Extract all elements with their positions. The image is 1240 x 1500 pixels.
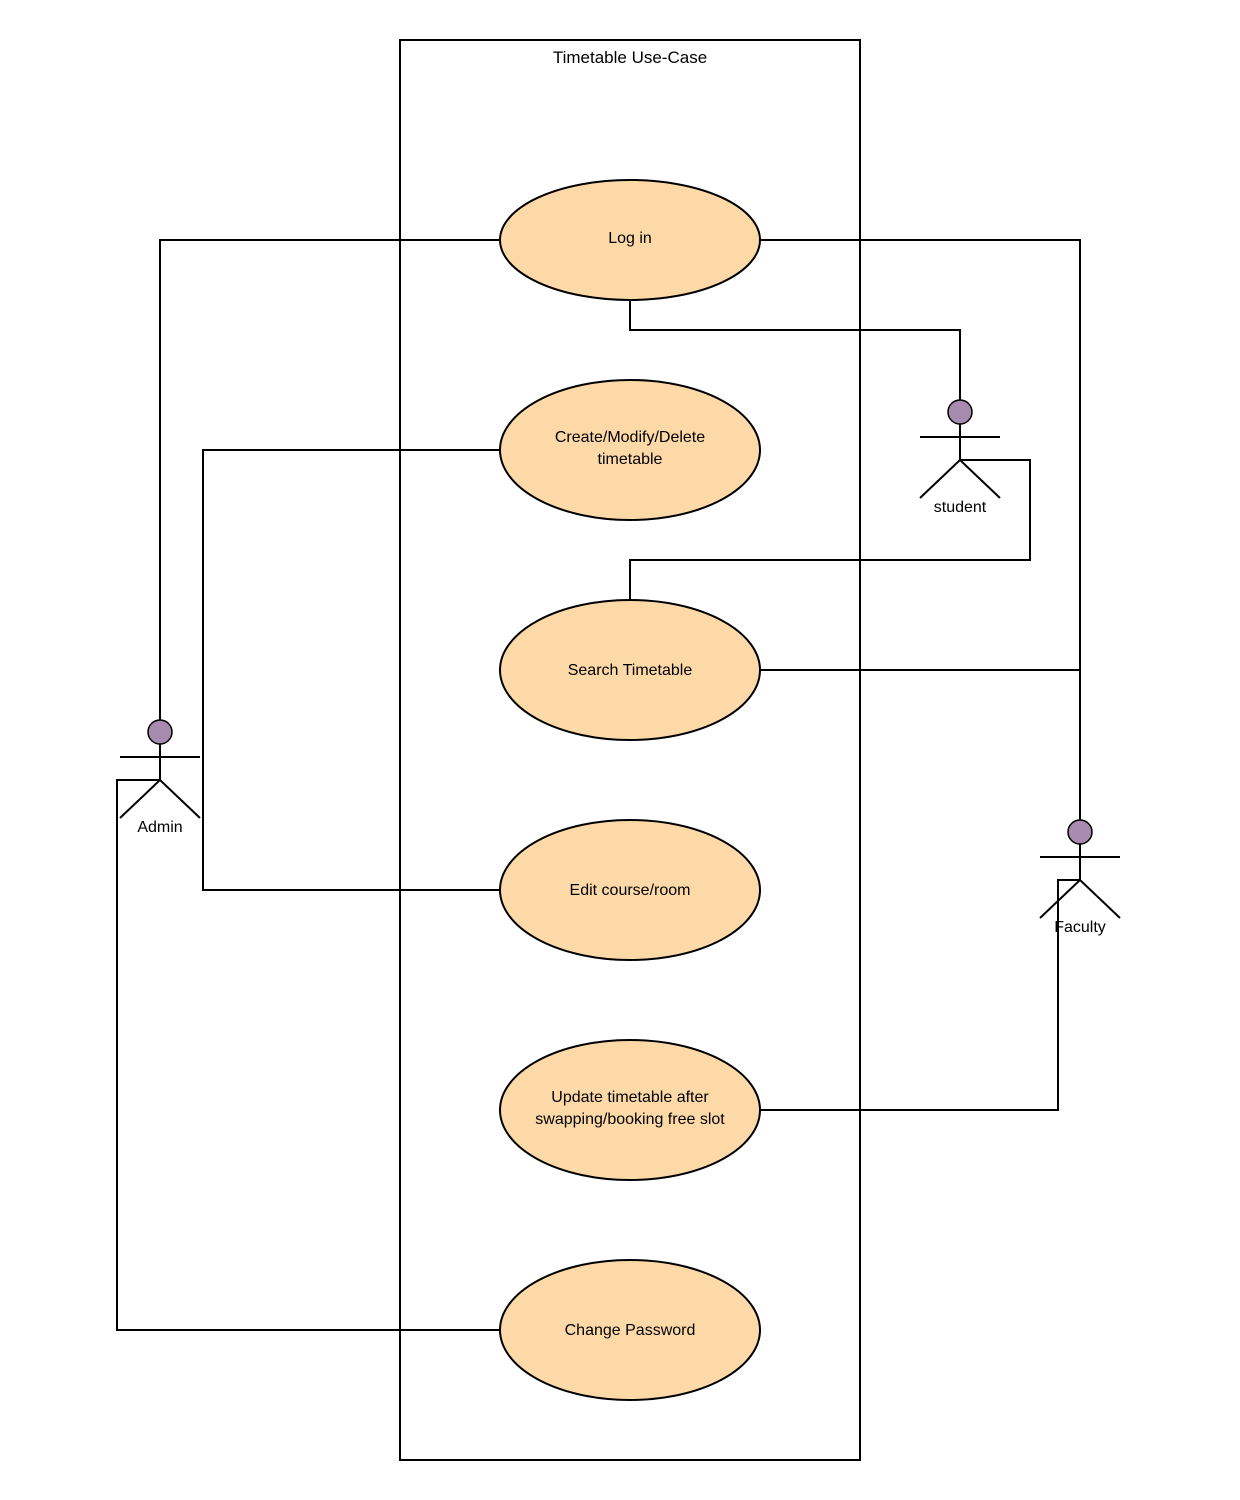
actor-student-legs [919,458,1001,499]
association-admin-password [116,779,500,1331]
actor-admin[interactable]: Admin [119,719,201,836]
use-case-login-shape [499,179,761,301]
use-case-login[interactable]: Log in [499,179,761,301]
use-case-search-timetable-label: Search Timetable [568,662,693,679]
use-case-create-modify-delete-label-line-2: timetable [598,451,663,468]
actor-faculty[interactable]: Faculty [1039,819,1121,936]
use-case-edit-course-room[interactable]: Edit course/room [499,819,761,961]
association-admin-login [159,239,500,720]
use-case-change-password-label: Change Password [565,1322,696,1339]
use-case-change-password[interactable]: Change Password [499,1259,761,1401]
use-case-create-modify-delete-label-line-1: Create/Modify/Delete [555,429,705,446]
actor-admin-label: Admin [137,819,182,836]
use-case-update-timetable-shape [499,1039,761,1181]
use-case-update-timetable-label-line-1: Update timetable after [551,1089,709,1106]
associations [116,239,1081,1331]
association-student-login [629,300,961,400]
use-case-change-password-shape [499,1259,761,1401]
use-case-login-label: Log in [608,230,652,247]
actor-faculty-label: Faculty [1054,919,1106,936]
use-case-update-timetable[interactable]: Update timetable after swapping/booking … [499,1039,761,1181]
system-title: Timetable Use-Case [553,48,707,67]
use-case-edit-course-room-label: Edit course/room [570,882,691,899]
association-student-search [629,459,1031,600]
association-admin-cmd [202,449,500,780]
use-case-search-timetable-shape [499,599,761,741]
use-case-edit-course-room-shape [499,819,761,961]
association-faculty-login [760,239,1081,820]
actor-faculty-head [1067,819,1093,845]
use-case-create-modify-delete[interactable]: Create/Modify/Delete timetable [499,379,761,521]
actor-admin-head [147,719,173,745]
actor-student[interactable]: student [919,399,1001,516]
actor-student-head [947,399,973,425]
association-faculty-update [760,879,1080,1111]
use-case-search-timetable[interactable]: Search Timetable [499,599,761,741]
association-admin-edit [202,780,500,891]
actor-admin-legs [119,778,201,819]
actor-student-label: student [934,499,987,516]
use-case-update-timetable-label-line-2: swapping/booking free slot [535,1111,725,1128]
use-case-create-modify-delete-shape [499,379,761,521]
actor-faculty-legs [1039,878,1121,919]
